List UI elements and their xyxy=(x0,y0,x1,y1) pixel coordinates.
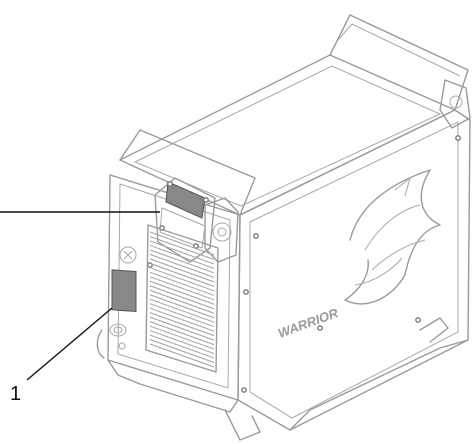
grille-slat xyxy=(149,343,215,368)
grille-slat xyxy=(149,280,215,305)
grille-slat xyxy=(149,303,215,328)
display-panel xyxy=(154,177,216,263)
grille-slat xyxy=(149,271,215,296)
ventilation-grille xyxy=(145,224,219,373)
grille-slat xyxy=(149,236,215,260)
callout-1: 1 xyxy=(10,383,21,405)
power-switch xyxy=(119,246,137,264)
grille-slat xyxy=(149,285,215,310)
grille-slat xyxy=(149,321,215,346)
grille-slat xyxy=(149,330,215,355)
grille-slat xyxy=(149,276,215,301)
cable-connector xyxy=(96,323,127,359)
grille-slat xyxy=(149,262,215,287)
grille-slat xyxy=(149,316,215,341)
grille-slat xyxy=(149,258,215,283)
grille-slat xyxy=(149,334,215,359)
grille-slat xyxy=(149,298,215,323)
grille-slat xyxy=(149,249,215,274)
leader-line-1 xyxy=(26,307,113,381)
grille-slat xyxy=(149,244,215,269)
brand-logo: WARRIOR xyxy=(276,305,341,341)
grille-slat xyxy=(149,307,215,332)
grille-slat xyxy=(149,312,215,337)
grille-slat xyxy=(149,267,215,292)
grille-slat xyxy=(149,339,215,363)
grille-slat xyxy=(149,253,215,278)
rating-plate xyxy=(111,269,137,313)
grille-slat xyxy=(149,294,215,319)
grille-slat xyxy=(149,325,215,350)
grille-slat xyxy=(149,240,215,265)
grille-slat xyxy=(149,289,215,314)
grille-slat xyxy=(149,231,215,256)
dragon-logo-graphic xyxy=(344,169,441,305)
